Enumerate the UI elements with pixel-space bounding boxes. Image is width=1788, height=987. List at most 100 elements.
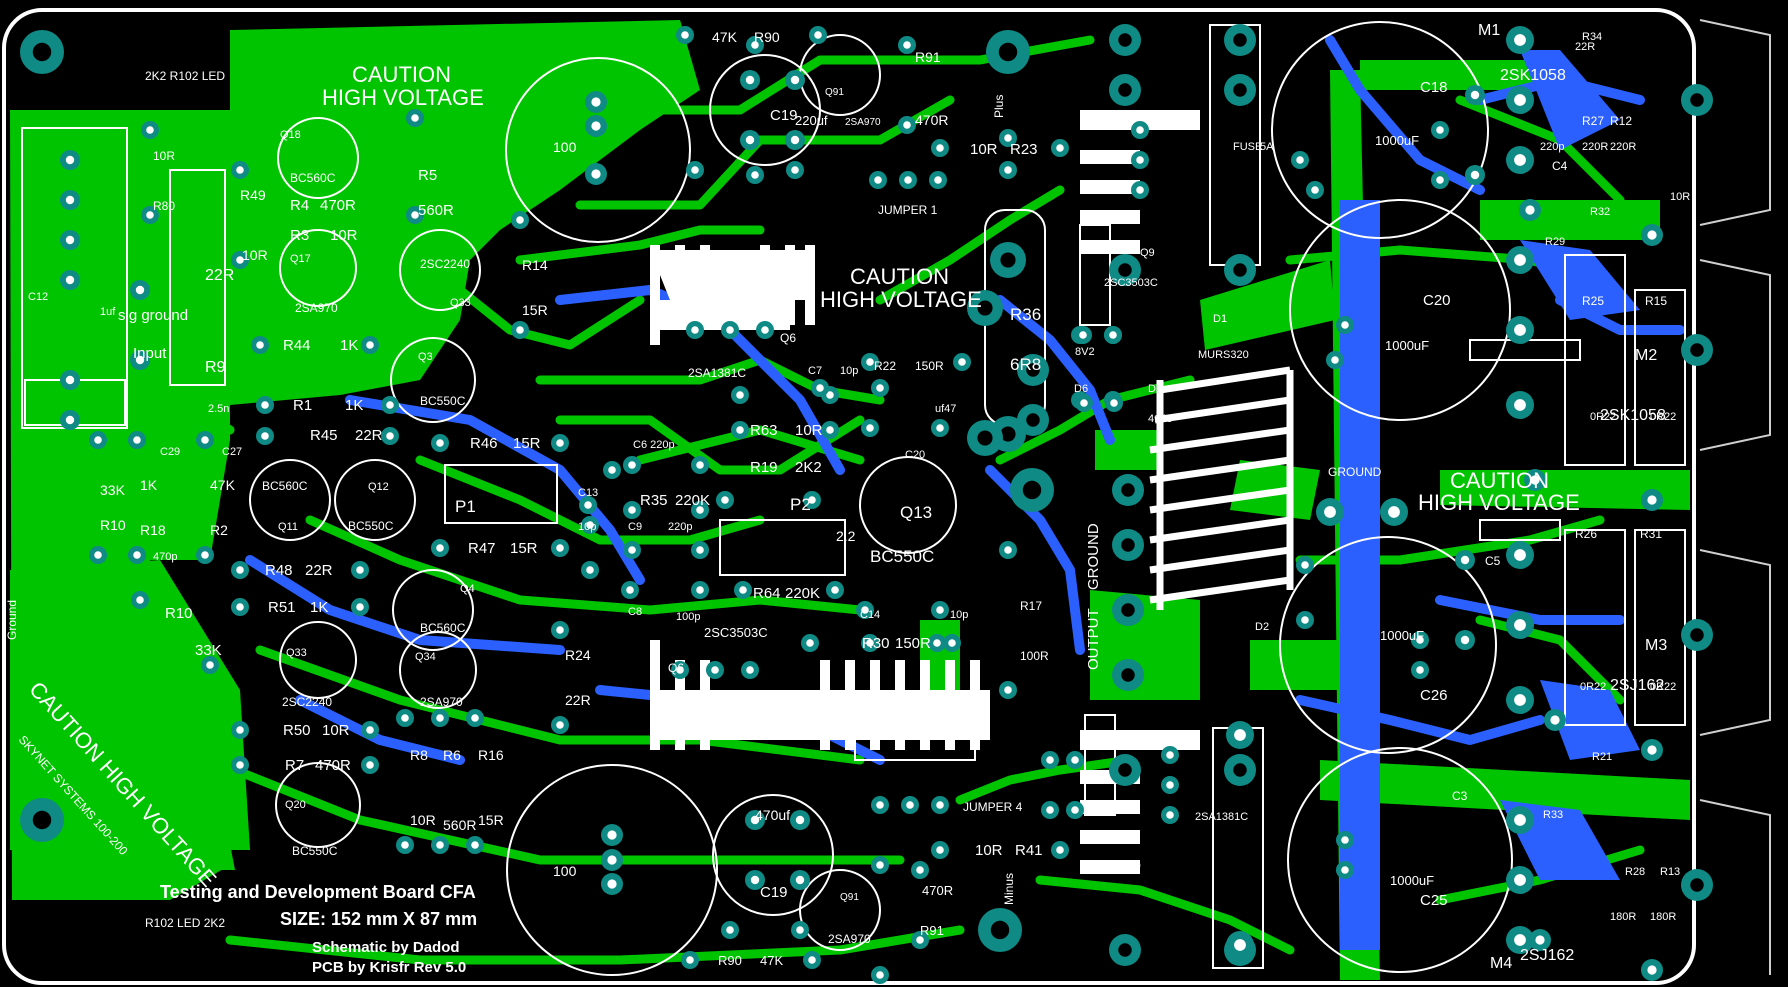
- component-label-r12: R12: [1610, 114, 1632, 128]
- pad-drill: [1233, 83, 1247, 97]
- component-label-r80: R80: [153, 199, 175, 213]
- pad-drill: [591, 169, 601, 179]
- component-label-r5: R5: [418, 167, 437, 184]
- component-label-r51: R51: [268, 599, 296, 616]
- component-label-r24v: 22R: [565, 692, 591, 708]
- pad-drill: [936, 846, 944, 854]
- pad-drill: [1530, 475, 1540, 485]
- component-label-r180: 180R: [1650, 911, 1676, 923]
- component-label-r25: R25: [1582, 294, 1604, 308]
- pad-drill: [608, 466, 616, 474]
- pad-drill: [1514, 94, 1526, 106]
- pad-drill: [201, 436, 209, 444]
- component-label-sa970_a: 2SA970: [295, 301, 338, 315]
- pad-drill: [866, 358, 874, 366]
- pad-drill: [1046, 806, 1054, 814]
- pad-drill: [436, 544, 444, 552]
- output-inductor: [1149, 366, 1294, 610]
- component-label-r36: R36: [1010, 305, 1041, 324]
- component-label-c20v: uf47: [935, 403, 956, 415]
- component-label-q91: Q91: [825, 87, 844, 98]
- pad-drill: [1514, 934, 1526, 946]
- component-label-r17v: 100R: [1020, 649, 1049, 663]
- heatsink-outlines: [1699, 19, 1771, 975]
- component-label-c8v: 100p: [676, 611, 700, 623]
- pad-drill: [876, 971, 884, 979]
- pad-drill: [745, 135, 755, 145]
- pad-drill: [1460, 555, 1470, 565]
- component-label-p2v: 2.2: [836, 528, 856, 544]
- component-label-r1: R1: [293, 397, 312, 414]
- pad-drill: [1046, 756, 1054, 764]
- component-label-cap100: 100: [553, 863, 577, 879]
- pad-drill: [146, 126, 154, 134]
- pad-drill: [356, 566, 364, 574]
- pad-drill: [1234, 939, 1246, 951]
- pad-drill: [826, 426, 834, 434]
- component-label-r90v: 47K: [712, 29, 738, 45]
- component-label-m4: M4: [1490, 955, 1512, 972]
- pad-drill: [1000, 252, 1016, 268]
- pad-drill: [814, 31, 822, 39]
- pad-drill: [977, 300, 993, 316]
- component-label-j162_b: 2SJ162: [1520, 947, 1574, 964]
- component-label-r21: R21: [1592, 751, 1612, 763]
- pad-drill: [135, 355, 145, 365]
- pad-drill: [1514, 694, 1526, 706]
- component-label-r91bv: 470R: [922, 883, 953, 898]
- component-label-r51v: 1K: [310, 599, 328, 616]
- component-label-sa970_c: 2SA970: [845, 117, 881, 128]
- pad-drill: [1071, 806, 1079, 814]
- component-label-r34: R34: [1582, 31, 1602, 43]
- component-label-d7: D7: [1148, 383, 1162, 395]
- pad-drill: [261, 432, 269, 440]
- component-label-q11: Q11: [278, 521, 298, 533]
- pad-drill: [696, 546, 704, 554]
- component-label-r16v: 15R: [478, 812, 504, 828]
- component-label-sa970_d: 2SA970: [828, 932, 871, 946]
- pad-drill: [356, 603, 364, 611]
- component-label-q17: Q17: [290, 253, 311, 265]
- pad-drill: [32, 810, 52, 830]
- component-label-c14v: 10p: [950, 609, 968, 621]
- component-label-r91v: 470R: [915, 112, 948, 128]
- pad-drill: [401, 714, 409, 722]
- component-label-c3: C3: [1452, 789, 1468, 803]
- pad-drill: [1690, 878, 1704, 892]
- component-label-c6: C6 220p: [633, 439, 675, 451]
- component-label-r49: R49: [240, 187, 266, 203]
- component-label-r90bv: 47K: [760, 953, 783, 968]
- component-label-r49v: 10R: [242, 247, 268, 263]
- output-label: OUTPUT: [1085, 608, 1102, 670]
- pad-drill: [1071, 756, 1079, 764]
- component-label-d6: D6: [1074, 383, 1088, 395]
- component-label-r37v: 480R: [888, 718, 914, 730]
- pad-drill: [1331, 356, 1339, 364]
- component-label-r8: R8: [410, 747, 428, 763]
- component-label-r9: R9: [205, 359, 226, 376]
- pad-drill: [936, 801, 944, 809]
- pad-drill: [1110, 399, 1118, 407]
- component-label-c20: C20: [905, 449, 925, 461]
- component-label-p2: P2: [790, 495, 811, 514]
- pad-drill: [1121, 603, 1135, 617]
- component-label-bc550c_a: BC550C: [420, 394, 466, 408]
- component-label-c13: C13: [578, 487, 598, 499]
- pad-drill: [32, 42, 52, 62]
- pad-drill: [876, 861, 884, 869]
- input-label: Input: [133, 345, 167, 362]
- pad-drill: [916, 936, 924, 944]
- pad-drill: [1056, 846, 1064, 854]
- pad-drill: [676, 666, 684, 674]
- component-label-r220: 220R: [1582, 141, 1608, 153]
- pad-drill: [1118, 943, 1132, 957]
- pad-drill: [1233, 33, 1247, 47]
- component-label-c19: C19: [770, 107, 798, 124]
- component-label-r6v: 560R: [443, 817, 476, 833]
- pad-drill: [1690, 93, 1704, 107]
- pad-drill: [1136, 126, 1144, 134]
- component-label-r24: R24: [565, 647, 591, 663]
- pad-drill: [236, 166, 244, 174]
- component-label-r220: 220R: [1610, 141, 1636, 153]
- pad-drill: [366, 726, 374, 734]
